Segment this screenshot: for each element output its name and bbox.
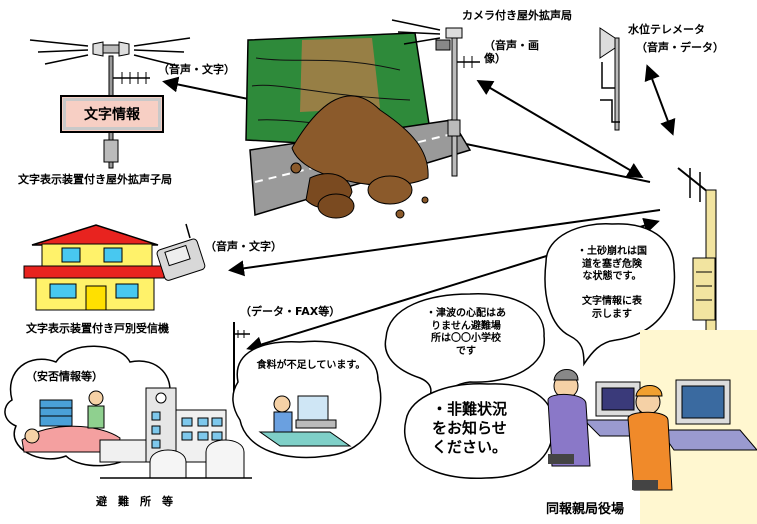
- label-shelter: 避 難 所 等: [96, 495, 173, 508]
- label-camera-station: カメラ付き屋外拡声局: [462, 9, 572, 22]
- operators: [547, 330, 757, 524]
- food-bubble: [232, 340, 382, 459]
- water-telemeter: [599, 27, 620, 131]
- bubble-text-food: 食料が不足しています。: [256, 360, 366, 371]
- arrow-camera-link: [476, 79, 644, 179]
- safety-info-cloud: [4, 345, 174, 467]
- sound-waves-icon: [29, 37, 191, 67]
- label-outdoor-speaker-station: 文字表示装置付き屋外拡声子局: [18, 173, 172, 186]
- household-receiver-icon: [156, 223, 206, 281]
- evacuation-bubble: [403, 383, 554, 479]
- house: [23, 224, 165, 311]
- tsunami-bubble: [384, 293, 545, 406]
- bubble-text-landslide: ・土砂崩れは国 道を塞ぎ危険 な状態です。 文字情報に表 示します: [577, 246, 647, 320]
- shelter-building: [99, 387, 252, 479]
- computer-icon: [659, 379, 757, 451]
- landslide-bubble: [544, 223, 676, 367]
- camera-station: [391, 19, 480, 177]
- label-audio-text-top: （音声・文字）: [158, 63, 235, 76]
- door-icon: [85, 285, 107, 311]
- label-household-receiver: 文字表示装置付き戸別受信機: [26, 322, 169, 335]
- label-water-telemeter: 水位テレメータ: [628, 23, 705, 36]
- bubble-text-tsunami: ・津波の心配はあ りません避難場 所は〇〇小学校 です: [426, 308, 506, 357]
- text-info-sign: 文字情報: [60, 95, 164, 133]
- bubble-text-evacuation: ・非難状況 をお知らせ ください。: [432, 400, 508, 456]
- label-camera-audio-image: （音声・画 像）: [484, 39, 539, 65]
- label-telemeter-audio-data: （音声・データ）: [636, 41, 724, 54]
- camera-icon: [435, 39, 451, 51]
- label-town-office: 同報親局役場: [546, 502, 625, 517]
- label-safety-info: （安否情報等）: [26, 370, 103, 383]
- arrow-telemeter-link: [644, 64, 676, 136]
- landslide-scene: [245, 32, 472, 219]
- label-audio-text-mid: （音声・文字）: [205, 240, 282, 253]
- label-data-fax: （データ・FAX等）: [240, 305, 341, 318]
